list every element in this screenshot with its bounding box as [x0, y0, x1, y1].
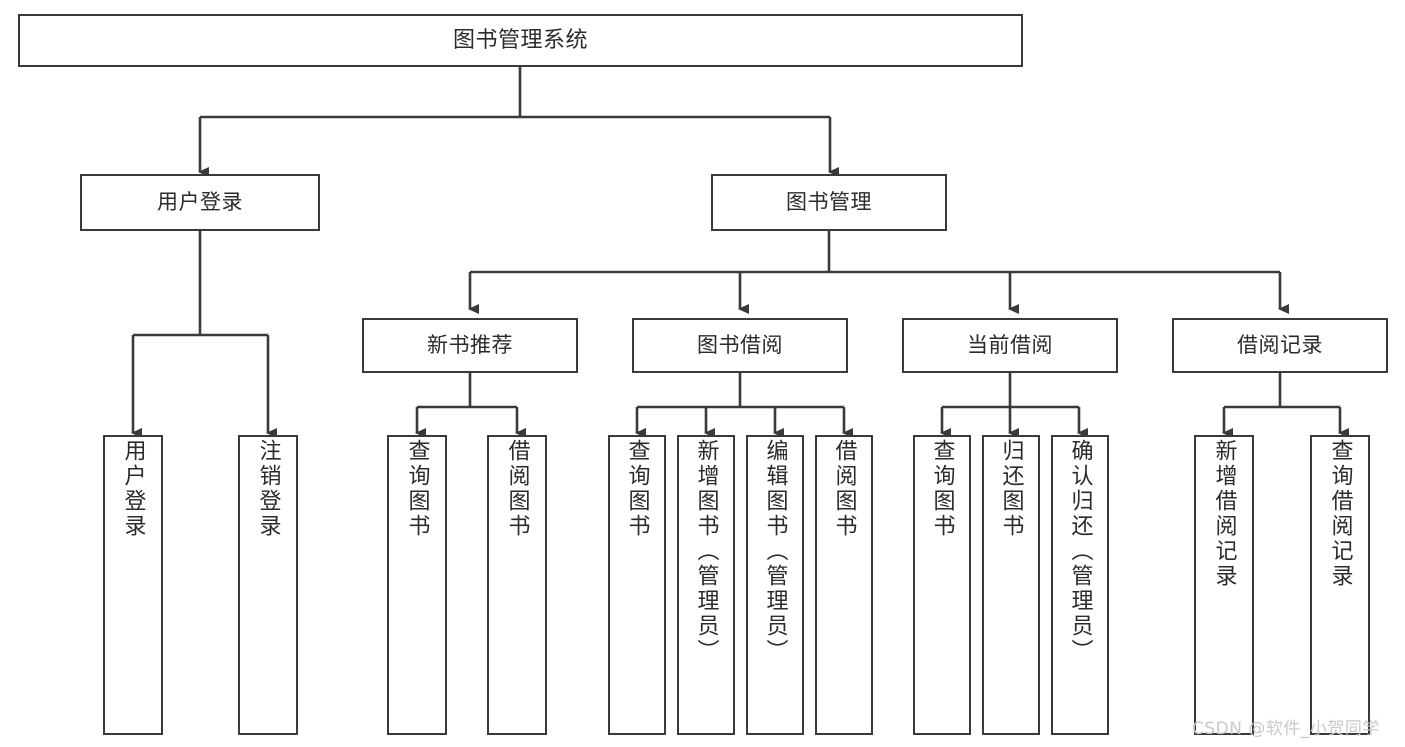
leaf-borrow-record-query[interactable]: 查询借阅记录 — [1310, 435, 1370, 735]
node-current-borrow[interactable]: 当前借阅 — [902, 318, 1118, 373]
node-label: 新增图书（管理员） — [693, 439, 719, 664]
node-label: 查询图书 — [624, 439, 650, 539]
leaf-user-login-login[interactable]: 用户登录 — [103, 435, 163, 735]
node-label: 借阅图书 — [831, 439, 857, 539]
leaf-book-borrow-edit[interactable]: 编辑图书（管理员） — [746, 435, 804, 735]
leaf-book-borrow-borrow[interactable]: 借阅图书 — [815, 435, 873, 735]
node-label: 借阅图书 — [504, 439, 530, 539]
node-root-system[interactable]: 图书管理系统 — [18, 14, 1023, 67]
leaf-current-borrow-query[interactable]: 查询图书 — [913, 435, 971, 735]
csdn-watermark: CSDN @软件_小贺同学 — [1192, 719, 1380, 739]
node-label: 确认归还（管理员） — [1067, 439, 1093, 664]
leaf-new-book-borrow[interactable]: 借阅图书 — [487, 435, 547, 735]
leaf-new-book-query[interactable]: 查询图书 — [387, 435, 447, 735]
node-label: 图书管理系统 — [452, 27, 588, 53]
node-label: 图书管理 — [786, 190, 872, 215]
node-label: 借阅记录 — [1237, 333, 1323, 358]
node-label: 用户登录 — [157, 190, 243, 215]
leaf-book-borrow-query[interactable]: 查询图书 — [608, 435, 666, 735]
node-new-book-recommend[interactable]: 新书推荐 — [362, 318, 578, 373]
node-label: 新增借阅记录 — [1211, 439, 1237, 589]
node-label: 图书借阅 — [697, 333, 783, 358]
node-user-login[interactable]: 用户登录 — [80, 174, 320, 231]
leaf-current-borrow-return[interactable]: 归还图书 — [982, 435, 1040, 735]
leaf-current-borrow-confirm-return[interactable]: 确认归还（管理员） — [1051, 435, 1109, 735]
node-label: 注销登录 — [255, 439, 281, 539]
node-label: 新书推荐 — [427, 333, 513, 358]
node-label: 查询图书 — [404, 439, 430, 539]
node-label: 归还图书 — [998, 439, 1024, 539]
leaf-borrow-record-add[interactable]: 新增借阅记录 — [1194, 435, 1254, 735]
node-book-management[interactable]: 图书管理 — [711, 174, 947, 231]
node-book-borrow[interactable]: 图书借阅 — [632, 318, 848, 373]
node-label: 用户登录 — [120, 439, 146, 539]
node-borrow-record[interactable]: 借阅记录 — [1172, 318, 1388, 373]
node-label: 当前借阅 — [967, 333, 1053, 358]
node-label: 查询图书 — [929, 439, 955, 539]
leaf-user-login-logout[interactable]: 注销登录 — [238, 435, 298, 735]
leaf-book-borrow-add[interactable]: 新增图书（管理员） — [677, 435, 735, 735]
node-label: 编辑图书（管理员） — [762, 439, 788, 664]
node-label: 查询借阅记录 — [1327, 439, 1353, 589]
